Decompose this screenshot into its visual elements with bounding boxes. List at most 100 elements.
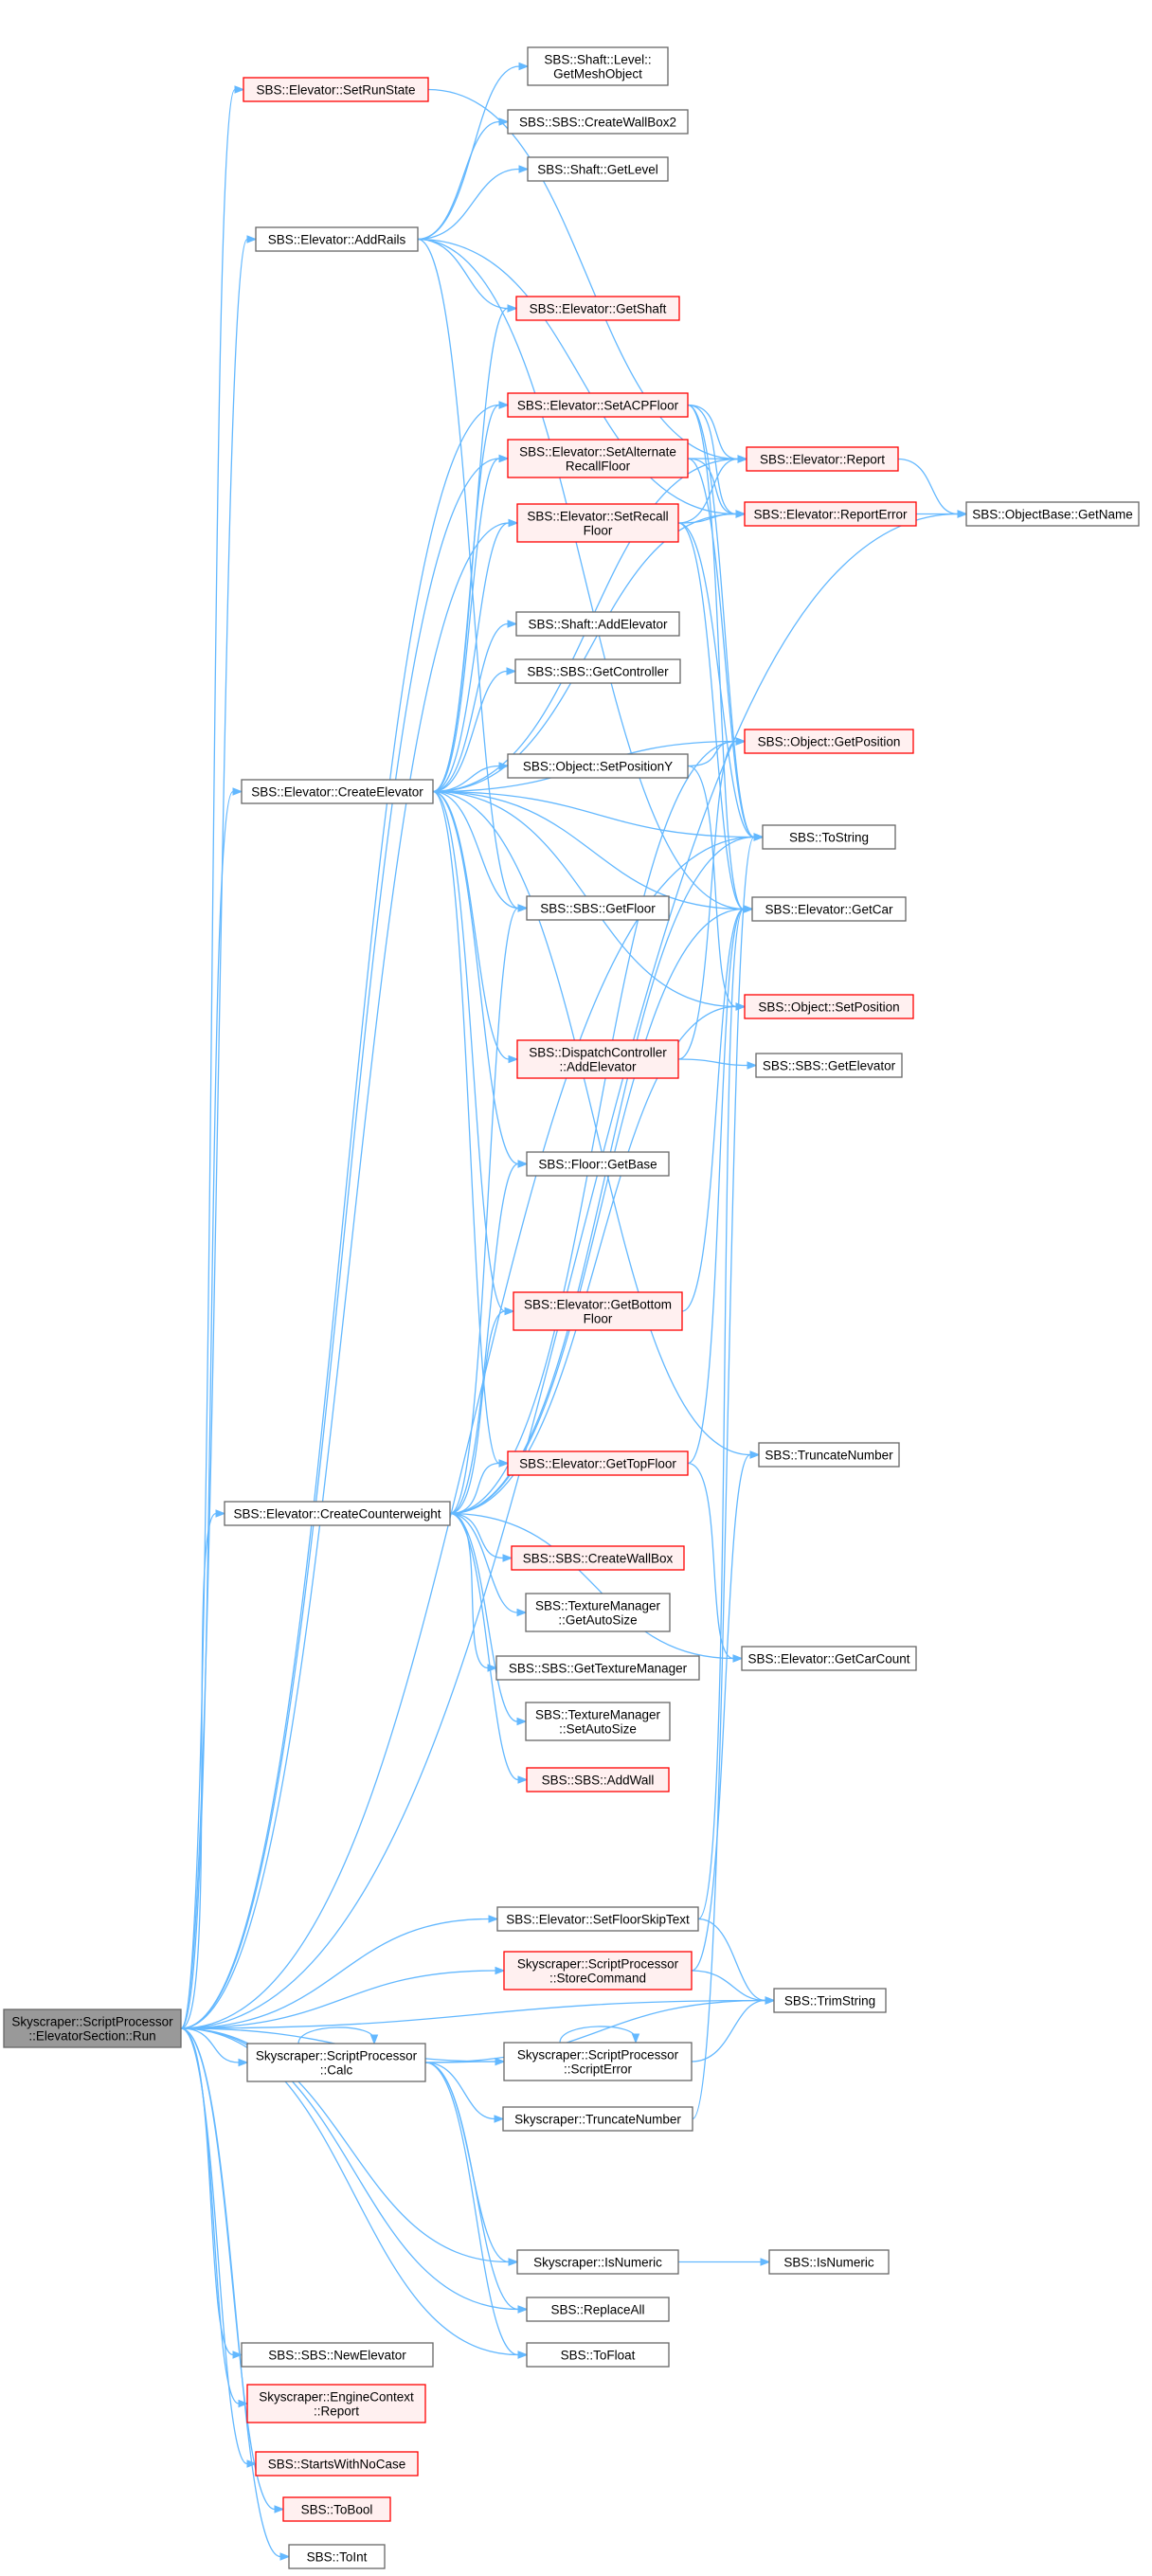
node-label: SBS::SBS::GetTextureManager: [509, 1662, 688, 1676]
node-label: ::Report: [314, 2405, 359, 2419]
node-label: SBS::Elevator::CreateCounterweight: [233, 1507, 441, 1522]
node-report[interactable]: SBS::Elevator::Report: [746, 446, 899, 472]
node-label: SBS::Shaft::Level::: [544, 53, 651, 67]
node-setfloorskiptext[interactable]: SBS::Elevator::SetFloorSkipText: [496, 1906, 699, 1932]
node-calc[interactable]: Skyscraper::ScriptProcessor::Calc: [246, 2043, 426, 2082]
edge-createelevator-to-setalternaterecall: [432, 454, 510, 793]
edge-createcounterweight-to-sbsgetfloor: [449, 904, 529, 1515]
node-label: ::StoreCommand: [549, 1972, 646, 1986]
node-tobool[interactable]: SBS::ToBool: [282, 2496, 391, 2522]
node-tmsetautosize[interactable]: SBS::TextureManager::SetAutoSize: [525, 1702, 671, 1741]
edge-calc-to-skytruncatenumber: [424, 2062, 505, 2123]
edge-createelevator-to-setacpfloor: [432, 401, 510, 793]
node-label: Skyscraper::IsNumeric: [533, 2256, 662, 2270]
node-box: [516, 503, 679, 543]
node-addwall[interactable]: SBS::SBS::AddWall: [526, 1767, 670, 1792]
node-label: SBS::StartsWithNoCase: [268, 2458, 406, 2472]
node-trimstring[interactable]: SBS::TrimString: [773, 1988, 887, 2013]
node-box: [503, 2042, 693, 2081]
node-box: [243, 77, 429, 102]
edge-createelevator-to-tostring: [432, 790, 765, 841]
node-label: SBS::Elevator::GetCarCount: [747, 1652, 909, 1666]
node-gettopfloor[interactable]: SBS::Elevator::GetTopFloor: [507, 1450, 689, 1476]
node-getmeshobject[interactable]: SBS::Shaft::Level::GetMeshObject: [527, 46, 669, 86]
node-label: SBS::SBS::NewElevator: [268, 2349, 406, 2363]
edge-gettopfloor-to-getcarcount: [687, 1462, 744, 1663]
edge-dispatchaddelevator-to-getposition: [677, 737, 747, 1060]
node-setacpfloor[interactable]: SBS::Elevator::SetACPFloor: [507, 392, 689, 418]
node-shaftaddelevator[interactable]: SBS::Shaft::AddElevator: [515, 611, 680, 637]
node-skyisnumeric[interactable]: Skyscraper::IsNumeric: [516, 2249, 679, 2275]
node-reporterror[interactable]: SBS::Elevator::ReportError: [744, 501, 917, 527]
node-box: [246, 2384, 426, 2423]
node-startswithnocase[interactable]: SBS::StartsWithNoCase: [255, 2451, 419, 2477]
node-sbsisnumeric[interactable]: SBS::IsNumeric: [768, 2249, 890, 2275]
edge-createelevator-to-dispatchaddelevator: [432, 790, 519, 1064]
node-toint[interactable]: SBS::ToInt: [288, 2544, 386, 2569]
node-sbstruncatenumber[interactable]: SBS::TruncateNumber: [758, 1442, 900, 1468]
node-label: SBS::Elevator::SetFloorSkipText: [506, 1913, 690, 1927]
node-replaceall[interactable]: SBS::ReplaceAll: [526, 2297, 670, 2322]
node-label: ::SetAutoSize: [559, 1722, 637, 1737]
edge-setrecallfloor-to-reporterror: [677, 510, 747, 524]
node-enginereport[interactable]: Skyscraper::EngineContext::Report: [246, 2384, 426, 2423]
node-box: [751, 896, 907, 922]
node-box: [241, 779, 434, 804]
edge-root-to-setrecallfloor: [180, 518, 519, 2029]
node-getname[interactable]: SBS::ObjectBase::GetName: [965, 501, 1140, 527]
node-getshaft[interactable]: SBS::Elevator::GetShaft: [515, 296, 680, 321]
edge-root-to-toint: [180, 2027, 291, 2561]
node-root[interactable]: Skyscraper::ScriptProcessor::ElevatorSec…: [3, 2009, 182, 2048]
node-addrails[interactable]: SBS::Elevator::AddRails: [255, 226, 419, 252]
node-label: SBS::SBS::GetController: [527, 665, 669, 679]
node-getcontroller[interactable]: SBS::SBS::GetController: [514, 658, 681, 684]
node-createcounterweight[interactable]: SBS::Elevator::CreateCounterweight: [224, 1501, 451, 1526]
node-label: Floor: [584, 1312, 613, 1326]
node-skytruncatenumber[interactable]: Skyscraper::TruncateNumber: [502, 2106, 693, 2132]
node-box: [516, 1039, 679, 1079]
node-label: SBS::Floor::GetBase: [538, 1158, 657, 1172]
node-storecommand[interactable]: Skyscraper::ScriptProcessor::StoreComman…: [503, 1951, 693, 1991]
node-setrunstate[interactable]: SBS::Elevator::SetRunState: [243, 77, 429, 102]
node-shaftgetlevel[interactable]: SBS::Shaft::GetLevel: [527, 156, 669, 182]
node-getcar[interactable]: SBS::Elevator::GetCar: [751, 896, 907, 922]
node-label: SBS::ToInt: [307, 2550, 368, 2565]
node-createwallbox[interactable]: SBS::SBS::CreateWallBox: [511, 1545, 685, 1571]
node-label: SBS::Object::GetPosition: [758, 735, 901, 749]
node-box: [282, 2496, 391, 2522]
node-createwallbox2[interactable]: SBS::SBS::CreateWallBox2: [507, 109, 689, 135]
node-scripterror[interactable]: Skyscraper::ScriptProcessor::ScriptError: [503, 2042, 693, 2081]
node-setposition[interactable]: SBS::Object::SetPosition: [744, 994, 914, 1019]
node-box: [965, 501, 1140, 527]
node-label: SBS::Elevator::CreateElevator: [251, 785, 423, 800]
node-tostring[interactable]: SBS::ToString: [762, 824, 896, 850]
node-getposition[interactable]: SBS::Object::GetPosition: [744, 729, 914, 754]
node-label: SBS::Elevator::GetBottom: [524, 1298, 672, 1312]
node-createelevator[interactable]: SBS::Elevator::CreateElevator: [241, 779, 434, 804]
node-getcarcount[interactable]: SBS::Elevator::GetCarCount: [741, 1646, 917, 1671]
edge-addrails-to-shaftgetlevel: [417, 165, 530, 241]
node-sbsgetfloor[interactable]: SBS::SBS::GetFloor: [526, 895, 670, 921]
node-setpositiony[interactable]: SBS::Object::SetPositionY: [507, 753, 689, 779]
edge-calc-to-trimstring: [424, 1996, 776, 2063]
node-sbsgetelevator[interactable]: SBS::SBS::GetElevator: [755, 1053, 903, 1078]
node-box: [526, 1767, 670, 1792]
node-tofloat[interactable]: SBS::ToFloat: [526, 2342, 670, 2368]
node-gettexturemanager[interactable]: SBS::SBS::GetTextureManager: [495, 1655, 700, 1681]
node-box: [507, 109, 689, 135]
node-newelevator[interactable]: SBS::SBS::NewElevator: [241, 2342, 434, 2368]
edge-root-to-setacpfloor: [180, 401, 510, 2029]
node-label: ::GetAutoSize: [558, 1613, 637, 1628]
node-floorgetbase[interactable]: SBS::Floor::GetBase: [526, 1151, 670, 1177]
node-label: SBS::ToFloat: [561, 2349, 636, 2363]
node-box: [773, 1988, 887, 2013]
node-dispatchaddelevator[interactable]: SBS::DispatchController::AddElevator: [516, 1039, 679, 1079]
node-label: SBS::ToBool: [301, 2503, 373, 2517]
node-tmgetautosize[interactable]: SBS::TextureManager::GetAutoSize: [525, 1593, 671, 1632]
node-box: [224, 1501, 451, 1526]
node-label: ::AddElevator: [559, 1060, 637, 1074]
